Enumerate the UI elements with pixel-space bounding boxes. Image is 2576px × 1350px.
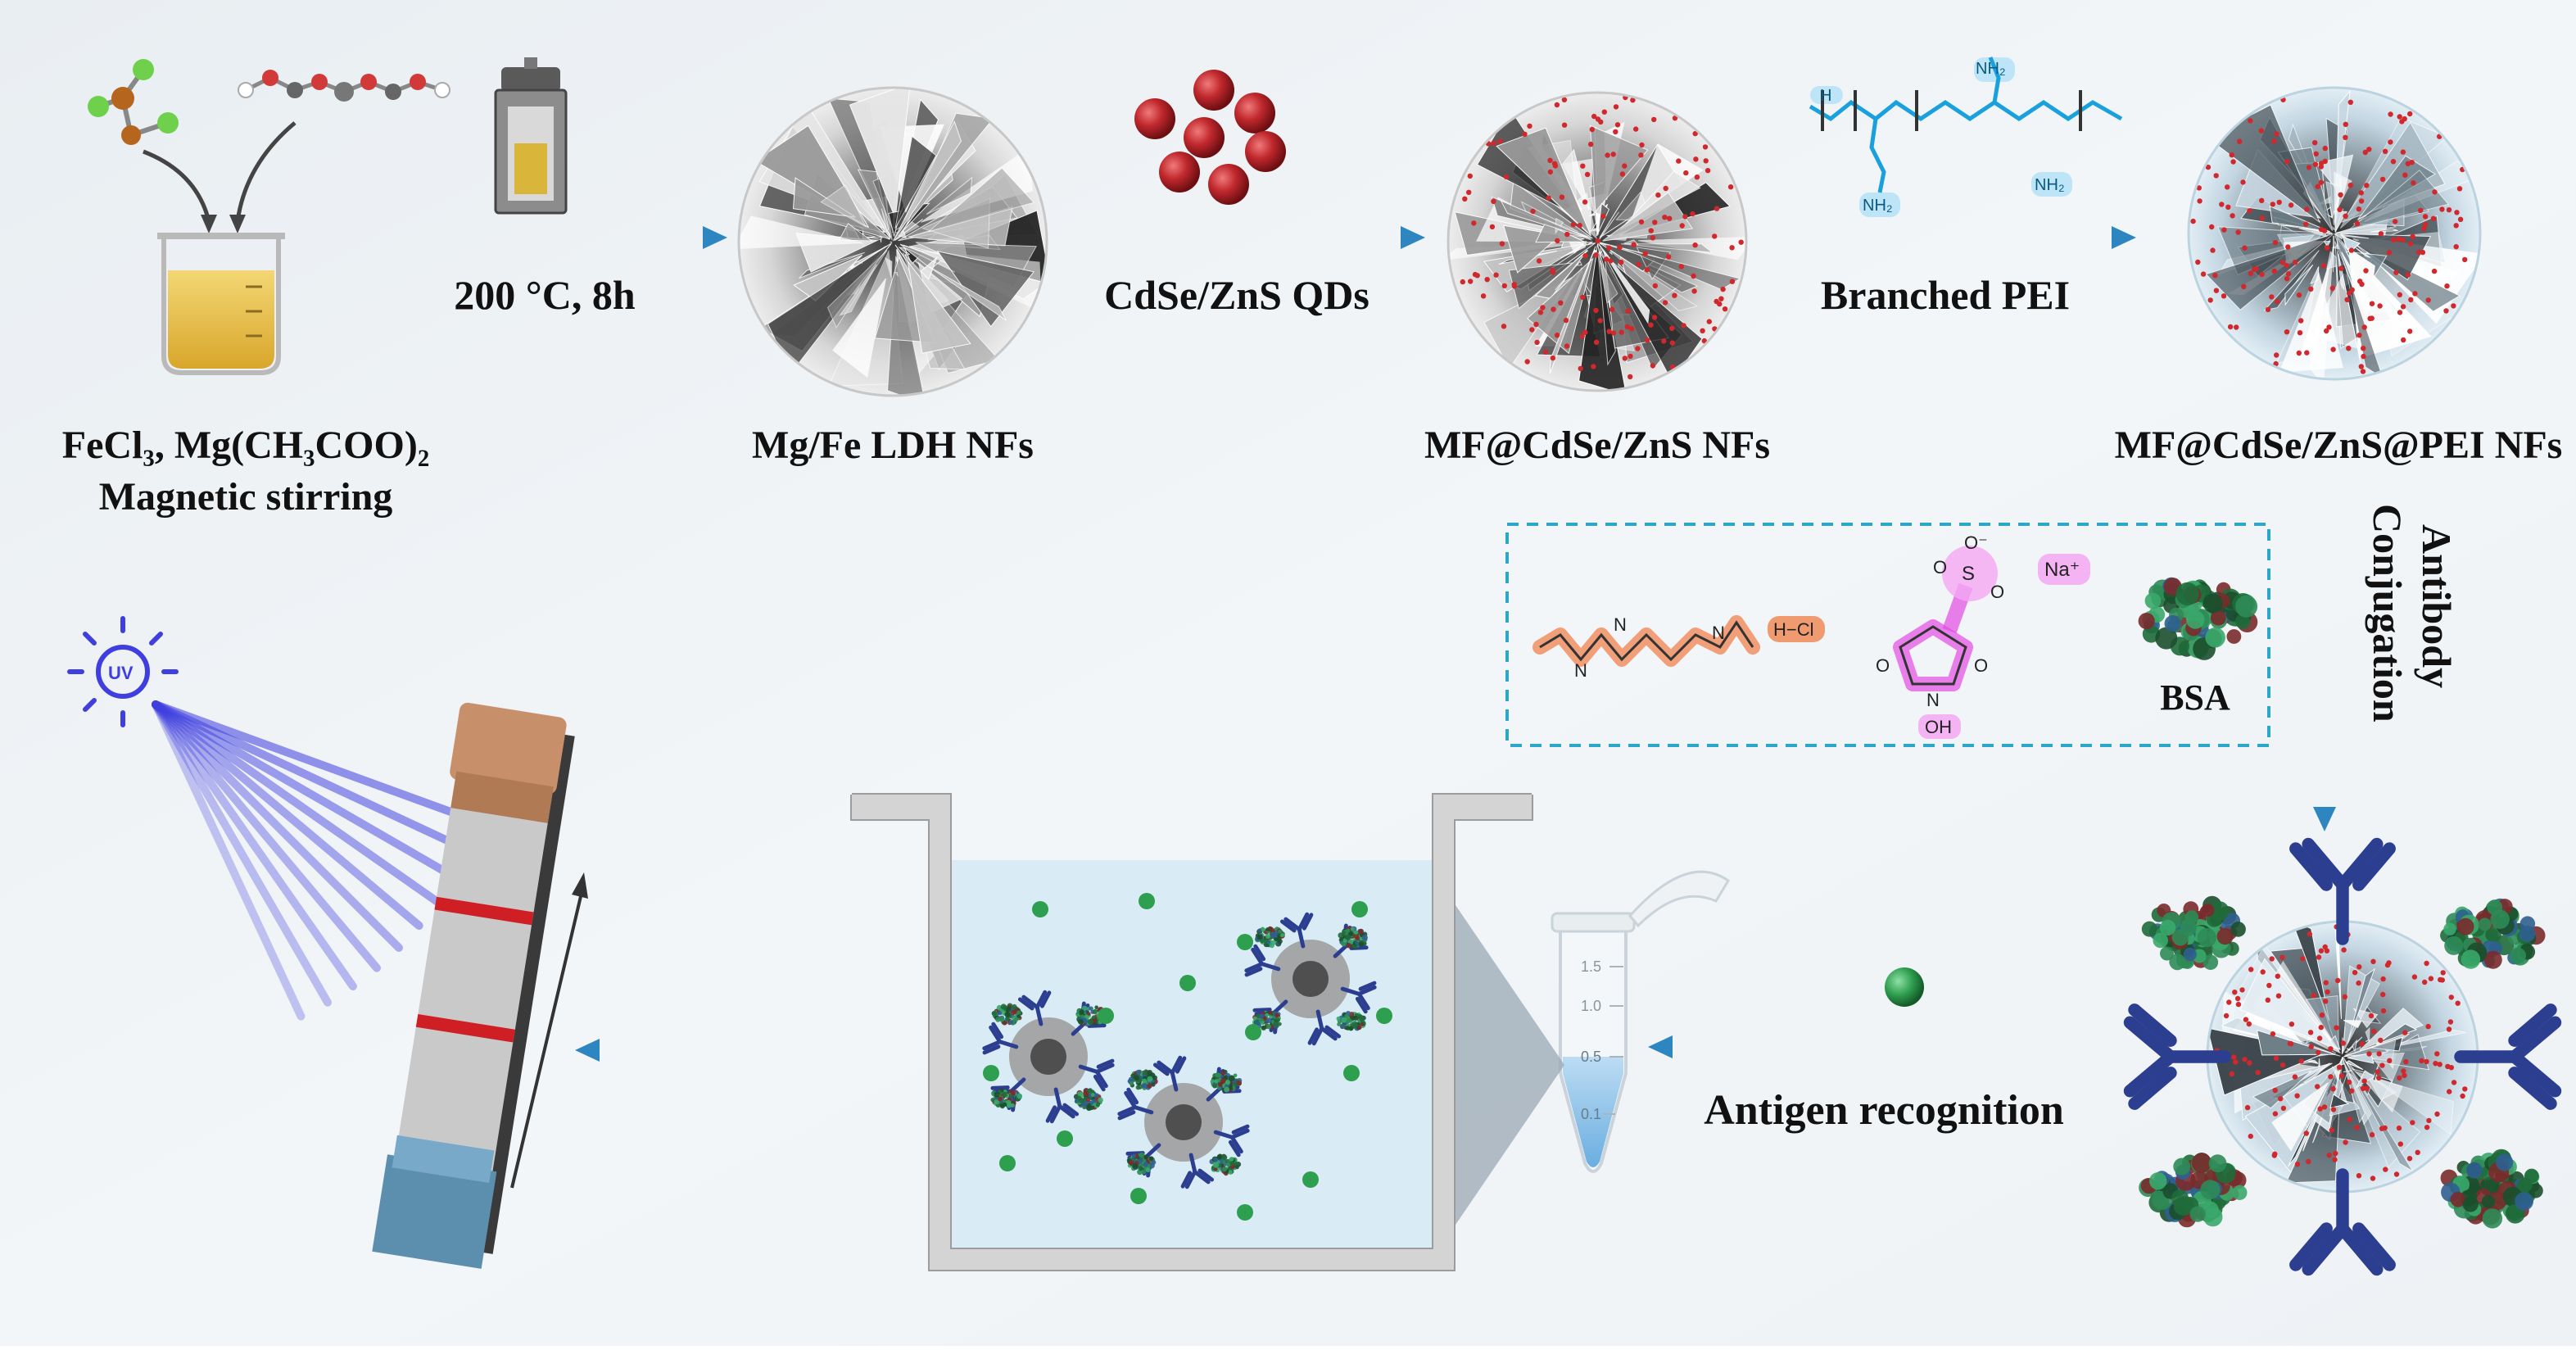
- nhs-o-left: O: [1876, 655, 1890, 676]
- step1-condition-label: 200 °C, 8h: [454, 274, 635, 315]
- sulfo-o-left: O: [1933, 557, 1947, 578]
- uv-label: UV: [108, 663, 134, 683]
- hcl-label: H−Cl: [1773, 619, 1814, 640]
- na-label: Na⁺: [2044, 559, 2080, 581]
- conjugation-label-line1: Antibody: [2416, 524, 2457, 688]
- tube-tick-3: 0.5: [1581, 1049, 1601, 1065]
- edc-n-2: N: [1614, 614, 1627, 635]
- tube-tick-1: 1.5: [1581, 958, 1601, 975]
- step2-reagent-label: CdSe/ZnS QDs: [1104, 274, 1369, 315]
- mf-qd-pei-label: MF@CdSe/ZnS@PEI NFs: [2115, 426, 2563, 465]
- step3-reagent-label: Branched PEI: [1821, 274, 2070, 315]
- sulfo-o-right: O: [1990, 582, 2004, 602]
- nhs-oh: OH: [1925, 717, 1952, 737]
- antigen-ball: [1885, 967, 1924, 1007]
- nhs-n-atom: N: [1926, 690, 1940, 710]
- antigen-recognition-label: Antigen recognition: [1704, 1090, 2064, 1132]
- conjugation-label-line2: Conjugation: [2367, 504, 2408, 723]
- edc-n-3: N: [1712, 623, 1725, 643]
- reaction-well: [852, 795, 1532, 1270]
- sulfo-o-minus: O⁻: [1964, 532, 1988, 553]
- stirring-label: Magnetic stirring: [99, 478, 393, 517]
- autoclave-icon: [496, 57, 566, 213]
- pei-h-atom: H: [1820, 87, 1831, 105]
- edc-n-1: N: [1574, 660, 1587, 681]
- mf-qd-label: MF@CdSe/ZnS NFs: [1424, 426, 1770, 465]
- sulfo-s-atom: S: [1962, 563, 1975, 585]
- tube-tick-2: 1.0: [1581, 998, 1601, 1014]
- pei-nh2-bottom: NH₂: [1863, 197, 1893, 215]
- tube-tick-4: 0.1: [1581, 1106, 1601, 1122]
- nhs-o-right: O: [1974, 655, 1988, 676]
- reagents-label: FeCl₃, Mg(CH₃COO)₂: [62, 426, 429, 465]
- bsa-label: BSA: [2160, 680, 2230, 716]
- pei-nh2-right: NH₂: [2035, 176, 2065, 194]
- ldh-label: Mg/Fe LDH NFs: [752, 426, 1034, 465]
- pei-nh2-top: NH₂: [1976, 60, 2006, 78]
- antibody-conjugated-particle: [2130, 845, 2556, 1270]
